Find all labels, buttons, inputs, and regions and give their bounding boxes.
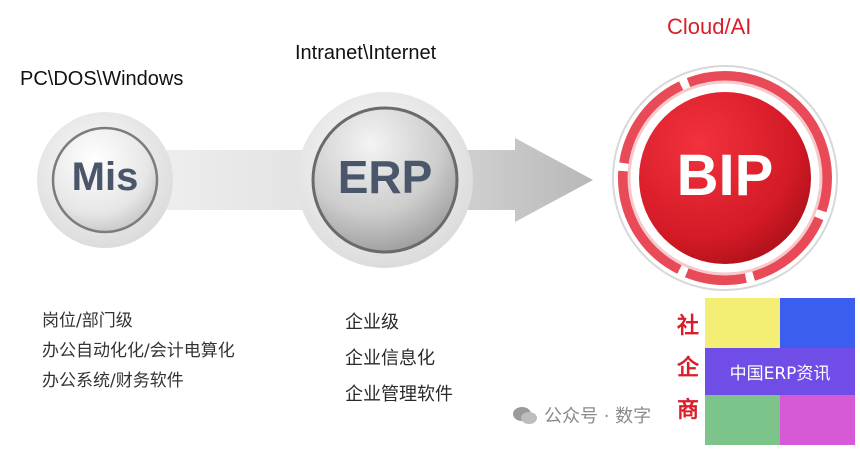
erp-desc-3: 企业管理软件 bbox=[345, 384, 453, 405]
bip-circle bbox=[612, 65, 838, 291]
mis-title: Mis bbox=[71, 155, 139, 199]
bip-descriptions: 社 企 商 bbox=[677, 306, 699, 432]
mis-desc-1: 岗位/部门级 bbox=[42, 311, 133, 331]
erp-desc-1: 企业级 bbox=[345, 312, 399, 333]
bip-title: BIP bbox=[676, 143, 774, 208]
mis-desc-3: 办公系统/财务软件 bbox=[42, 371, 184, 391]
bip-desc-1: 社 bbox=[677, 314, 700, 339]
logo-quadrant-blue bbox=[780, 298, 855, 348]
logo-text: 中国ERP资讯 bbox=[705, 348, 855, 395]
logo: 中国ERP资讯 bbox=[705, 298, 855, 445]
era-label-cloud: Cloud/AI bbox=[667, 14, 752, 39]
logo-quadrant-green bbox=[705, 395, 780, 445]
watermark: 公众号 · 数字 bbox=[512, 402, 651, 428]
mis-descriptions: 岗位/部门级 办公自动化化/会计电算化 办公系统/财务软件 bbox=[42, 306, 235, 396]
bip-desc-3: 商 bbox=[677, 398, 700, 423]
era-label-internet: Intranet\Internet bbox=[295, 42, 437, 64]
wechat-icon bbox=[513, 407, 537, 424]
erp-title: ERP bbox=[337, 151, 433, 203]
erp-desc-2: 企业信息化 bbox=[345, 348, 435, 369]
watermark-text: 公众号 · 数字 bbox=[544, 406, 652, 427]
mis-desc-2: 办公自动化化/会计电算化 bbox=[42, 341, 235, 361]
logo-quadrant-yellow bbox=[705, 298, 780, 348]
era-label-pc: PC\DOS\Windows bbox=[20, 68, 184, 90]
logo-quadrant-pink bbox=[780, 395, 855, 445]
erp-circle bbox=[297, 92, 473, 268]
erp-descriptions: 企业级 企业信息化 企业管理软件 bbox=[345, 305, 453, 413]
mis-circle bbox=[37, 112, 173, 248]
bip-desc-2: 企 bbox=[677, 356, 700, 381]
